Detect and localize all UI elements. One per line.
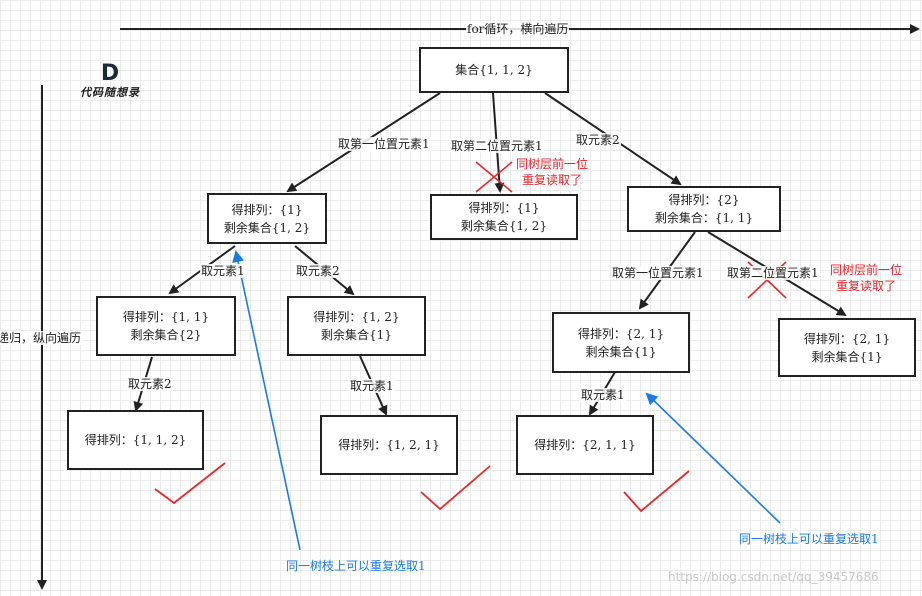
note-arrow-left	[232, 250, 301, 551]
node-line: 得排列：{2}	[668, 193, 740, 207]
node-line: 得排列：{1}	[231, 202, 303, 217]
node-line: 得排列：{1, 2, 1}	[338, 438, 440, 452]
node-line: 剩余集合{1, 2}	[460, 219, 548, 233]
branch-note-left: 同一树枝上可以重复选取1	[286, 559, 426, 573]
node-line: 得排列：{2, 1}	[803, 331, 891, 346]
node-line: 得排列：{2, 1}	[577, 326, 665, 341]
node-line: 得排列：{2, 1, 1}	[534, 438, 636, 452]
prune-cross-mid	[475, 161, 513, 193]
node-lr: 得排列：{1, 2} 剩余集合{1}	[287, 296, 426, 356]
edge-label-right-rl: 取第一位置元素1	[611, 266, 705, 280]
prune-note-line: 重复读取了	[522, 173, 583, 187]
node-line: 剩余集合{2}	[130, 328, 202, 342]
node-line: 剩余集合：{1, 1}	[654, 211, 754, 225]
node-line: 得排列：{1, 2}	[313, 310, 400, 324]
node-rr: 得排列：{2, 1} 剩余集合{1}	[778, 318, 916, 377]
edge-label-ll-leaf: 取元素2	[127, 377, 173, 391]
node-line: 剩余集合{1, 2}	[223, 220, 311, 235]
edge-label-root-right: 取元素2	[575, 133, 621, 147]
prune-note-line: 同树层前一位	[516, 157, 589, 171]
logo: D 代码随想录	[72, 61, 148, 100]
node-mid: 得排列：{1} 剩余集合{1, 2}	[430, 194, 578, 240]
node-line: 得排列：{1, 1, 2}	[84, 433, 187, 447]
node-line: 得排列：{1}	[468, 201, 540, 215]
leaf-2: 得排列：{1, 2, 1}	[320, 415, 458, 475]
node-line: 集合{1, 1, 2}	[455, 63, 533, 77]
edge-label-root-mid: 取第二位置元素1	[450, 139, 544, 153]
edge-label-right-rr: 取第二位置元素1	[726, 266, 820, 280]
note-arrow-right	[645, 392, 781, 524]
node-rl: 得排列：{2, 1} 剩余集合{1}	[552, 312, 690, 373]
edge-label-root-left: 取第一位置元素1	[337, 137, 431, 151]
check-icon-1	[154, 462, 226, 505]
prune-note-mid: 同树层前一位 重复读取了	[516, 156, 588, 188]
prune-note-line: 重复读取了	[836, 279, 897, 293]
node-root: 集合{1, 1, 2}	[419, 47, 569, 93]
node-right: 得排列：{2} 剩余集合：{1, 1}	[627, 186, 781, 232]
node-line: 剩余集合{1}	[321, 328, 392, 342]
edge-label-left-ll: 取元素1	[200, 264, 246, 278]
check-icon-3	[623, 470, 690, 513]
node-line: 剩余集合{1}	[811, 349, 883, 364]
prune-note-line: 同树层前一位	[830, 263, 903, 277]
node-left: 得排列：{1} 剩余集合{1, 2}	[207, 193, 327, 244]
edge-label-rl-leaf: 取元素1	[580, 388, 626, 402]
horizontal-axis-label: for循环，横向遍历	[466, 22, 570, 36]
edge-label-lr-leaf: 取元素1	[349, 379, 395, 393]
branch-note-right: 同一树枝上可以重复选取1	[739, 532, 879, 546]
node-line: 得排列：{1, 1}	[122, 310, 210, 324]
edge-label-left-lr: 取元素2	[295, 264, 341, 278]
watermark: https://blog.csdn.net/qq_39457686	[668, 570, 879, 584]
logo-text: 代码随想录	[80, 86, 140, 99]
leaf-1: 得排列：{1, 1, 2}	[67, 410, 204, 470]
prune-note-rr: 同树层前一位 重复读取了	[830, 262, 902, 294]
logo-mark: D	[100, 61, 120, 86]
node-line: 剩余集合{1}	[585, 344, 657, 359]
vertical-axis-label: 递归，纵向遍历	[0, 331, 83, 345]
check-icon-2	[420, 465, 491, 511]
node-ll: 得排列：{1, 1} 剩余集合{2}	[96, 296, 236, 356]
leaf-3: 得排列：{2, 1, 1}	[516, 415, 654, 475]
